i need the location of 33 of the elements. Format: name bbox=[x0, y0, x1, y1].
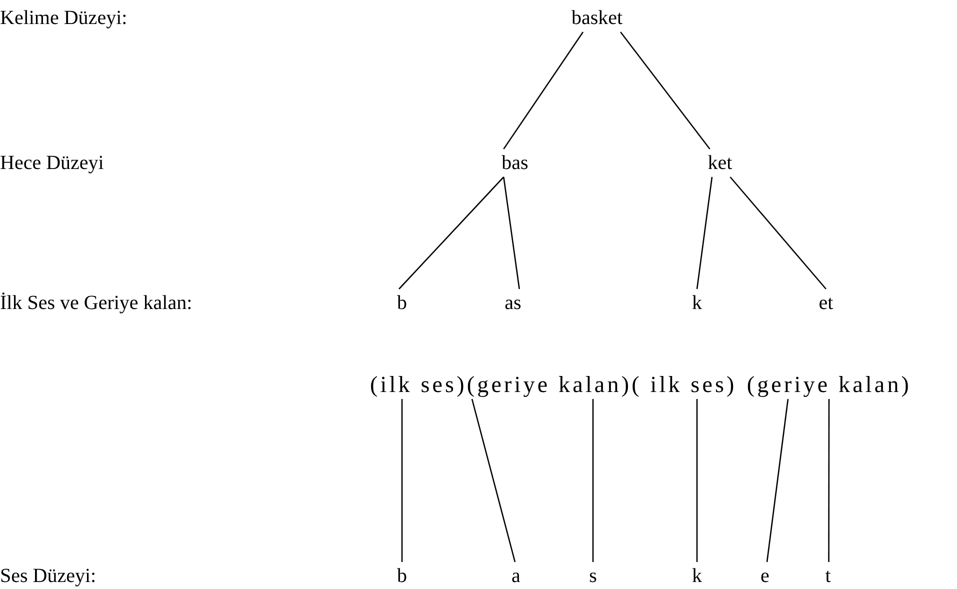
connector-line bbox=[696, 176, 713, 290]
level-label: Kelime Düzeyi: bbox=[0, 6, 128, 31]
level-label: Ses Düzeyi: bbox=[0, 564, 96, 589]
tree-node-text: b bbox=[397, 562, 407, 589]
tree-node-text: et bbox=[818, 289, 834, 317]
connector-line bbox=[471, 398, 516, 562]
tree-node-text: s bbox=[589, 562, 597, 589]
connector-line bbox=[696, 399, 698, 562]
connector-line bbox=[620, 32, 710, 150]
connector-line bbox=[503, 32, 584, 150]
connector-line bbox=[503, 176, 520, 290]
tree-node-text: t bbox=[825, 562, 831, 589]
tree-node-text: e bbox=[760, 562, 770, 589]
tree-node-text: as bbox=[504, 289, 522, 317]
annotation-text: ( ilk ses) bbox=[632, 371, 737, 399]
connector-line bbox=[828, 399, 830, 562]
level-label: Hece Düzeyi bbox=[0, 151, 104, 176]
connector-line bbox=[592, 399, 594, 562]
tree-node-text: k bbox=[692, 562, 702, 589]
connector-line bbox=[766, 398, 789, 562]
tree-node-text: k bbox=[692, 289, 702, 317]
annotation-text: (geriye kalan) bbox=[466, 371, 632, 399]
tree-node-text: ket bbox=[708, 149, 732, 177]
level-label: İlk Ses ve Geriye kalan: bbox=[0, 291, 192, 316]
tree-node-text: basket bbox=[571, 4, 623, 32]
tree-node-text: bas bbox=[502, 149, 528, 177]
connector-line bbox=[401, 399, 403, 562]
connector-line bbox=[398, 176, 504, 290]
annotation-text: (ilk ses) bbox=[370, 371, 467, 399]
tree-node-text: a bbox=[512, 562, 520, 589]
connector-line bbox=[730, 176, 826, 290]
tree-node-text: b bbox=[397, 289, 407, 317]
annotation-text: (geriye kalan) bbox=[746, 371, 912, 399]
